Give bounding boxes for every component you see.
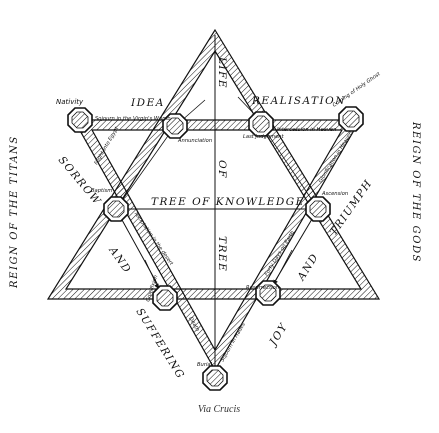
label-baptism: Baptism: [91, 188, 112, 194]
label-and-right: AND: [295, 251, 321, 283]
label-nativity: Nativity: [56, 98, 84, 106]
node-burial: [202, 365, 228, 391]
arrow-to-realisation: [237, 96, 257, 117]
label-sojourn-virgins-womb: Sojourn in the Virgin's Womb: [95, 116, 171, 122]
label-glorification-in-heaven: Glorification in Heaven: [318, 131, 355, 185]
label-ascension: Ascension: [321, 191, 348, 197]
node-baptism: [103, 196, 129, 222]
label-tree: TREE: [216, 236, 228, 272]
label-annunciation: Annunciation: [177, 138, 212, 144]
node-ascension: [305, 196, 331, 222]
node-last-judgement: [248, 111, 274, 137]
node-annunciation: [162, 113, 188, 139]
label-life: LIFE: [216, 56, 228, 89]
caption: Via Crucis: [198, 404, 240, 415]
downward-triangle: [72, 119, 362, 372]
arrow-to-resurrection: [273, 249, 293, 285]
label-and-left: AND: [106, 244, 133, 276]
upward-triangle: [46, 28, 381, 300]
node-resurrection: [255, 280, 281, 306]
label-resurrection: Resurrection: [246, 285, 279, 291]
label-joy: JOY: [266, 321, 290, 350]
path-lastjudgement-ascension: [260, 123, 319, 210]
label-reign-of-the-gods: REIGN OF THE GODS: [410, 121, 421, 263]
label-intercession-in-heaven: Intercession in Heaven: [277, 127, 336, 133]
label-tree-of-knowledge: TREE OF KNOWLEDGE: [151, 196, 305, 208]
label-realisation: REALISATION: [251, 95, 346, 107]
label-reign-of-the-titans: REIGN OF THE TITANS: [9, 135, 20, 289]
label-of: OF: [216, 160, 228, 179]
label-idea: IDEA: [130, 97, 165, 109]
node-coming-of-holy-ghost: [338, 106, 364, 132]
node-nativity: [67, 107, 93, 133]
label-coming-of-holy-ghost: Coming of Holy Ghost: [332, 71, 383, 109]
arrow-to-crucifixion: [144, 259, 159, 289]
label-triumph: TRIUMPH: [328, 177, 375, 237]
label-burial: Burial: [197, 362, 213, 368]
path-annunciation-baptism: [115, 125, 176, 210]
label-suffering: SUFFERING: [133, 306, 186, 381]
label-last-judgement: Last Judgement: [243, 134, 285, 140]
path-baptism-crucifixion: [115, 208, 166, 299]
node-crucifixion: [152, 285, 178, 311]
